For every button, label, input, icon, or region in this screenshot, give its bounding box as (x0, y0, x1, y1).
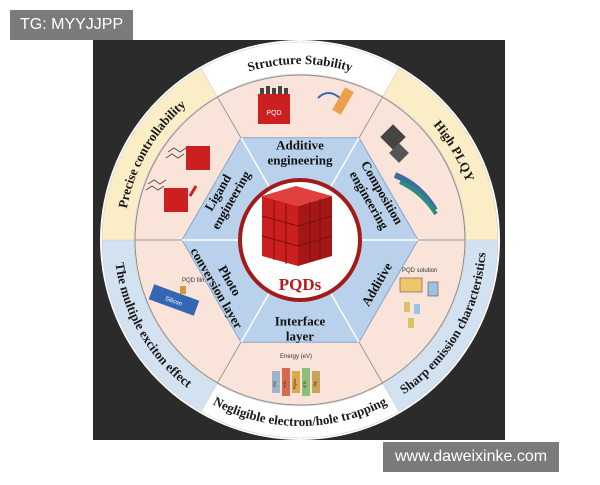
silicon-label: Silicon (164, 296, 183, 308)
layer-label: PQDs (292, 379, 297, 390)
svg-text:layer: layer (286, 329, 314, 344)
layer-label: Ag (312, 382, 317, 387)
illustration-right: PQD solution (399, 268, 439, 328)
watermark-bottom-right: www.daweixinke.com (383, 442, 560, 472)
layer-bar (302, 368, 310, 396)
layer-bar (272, 371, 280, 393)
ring-band-sector (101, 68, 218, 241)
pqd-film-label: PQD film (182, 278, 206, 284)
layer-bar (292, 371, 300, 393)
cube-icon (261, 186, 333, 266)
svg-text:Additive: Additive (276, 138, 324, 153)
layer-bars: ITO HTL PQDs ETL Ag (272, 368, 320, 396)
illustration-left: PQD film Silicon (148, 278, 206, 316)
pqd-label: PQD (266, 110, 281, 117)
illustration-bottom: Energy (eV) ITO HTL PQDs ETL Ag (272, 354, 320, 396)
illustration-top-right (380, 124, 438, 216)
svg-text:engineering: engineering (268, 153, 333, 168)
illustration-top-left (145, 146, 210, 212)
illustration-top: PQD (258, 86, 354, 124)
layer-label: ITO (272, 381, 277, 388)
energy-label: Energy (eV) (280, 354, 312, 360)
ring-band (101, 41, 499, 439)
pqd-solution-label: PQD solution (402, 268, 437, 274)
center-label: PQDs (279, 275, 322, 294)
layer-bar (282, 368, 290, 396)
layer-label: HTL (282, 379, 287, 387)
layer-bar (312, 371, 320, 393)
watermark-top-left: TG: MYYJJPP (10, 10, 134, 40)
svg-text:Interface: Interface (275, 314, 326, 329)
layer-label: ETL (302, 380, 307, 388)
ring-label: Structure Stability (246, 52, 355, 75)
